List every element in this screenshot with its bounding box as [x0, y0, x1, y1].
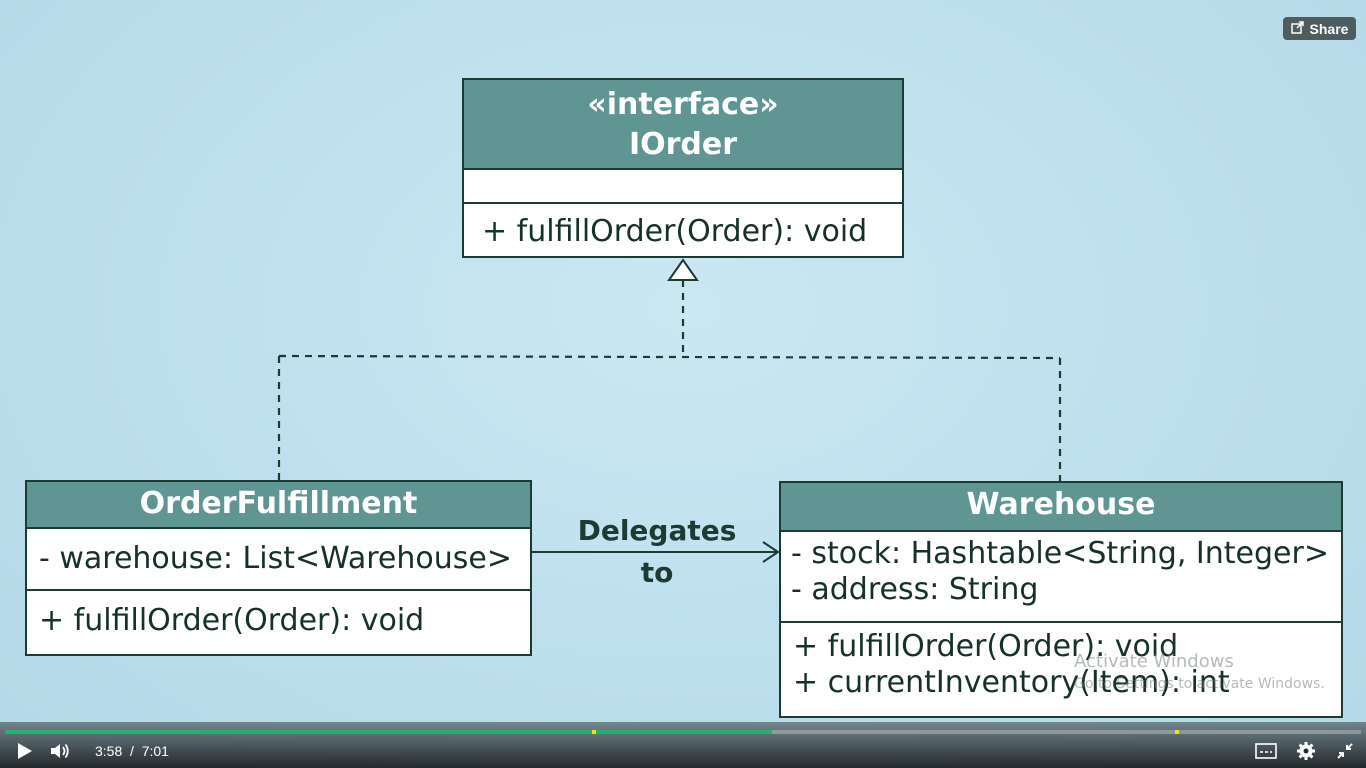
share-label: Share: [1309, 20, 1349, 37]
duration: 7:01: [141, 743, 169, 759]
orderfulfillment-name: OrderFulfillment: [27, 482, 530, 529]
realization-line-horizontal: [278, 354, 1061, 360]
iorder-name: IOrder: [628, 127, 738, 162]
settings-icon: [1297, 742, 1315, 760]
warehouse-methods: + fulfillOrder(Order): void + currentInv…: [781, 623, 1341, 701]
time-separator: /: [130, 743, 134, 759]
volume-button[interactable]: [48, 739, 72, 763]
captions-button[interactable]: [1254, 739, 1278, 763]
captions-icon: [1255, 743, 1277, 759]
orderfulfillment-methods: + fulfillOrder(Order): void: [27, 591, 530, 639]
association-label: Delegates to: [572, 510, 742, 594]
warehouse-name: Warehouse: [781, 483, 1341, 532]
iorder-attributes: [464, 170, 902, 204]
time-display: 3:58 / 7:01: [95, 742, 169, 760]
orderfulfillment-attributes: - warehouse: List<Warehouse>: [27, 529, 530, 591]
chapter-marker[interactable]: [592, 730, 597, 734]
warehouse-attribute-address: - address: String: [791, 572, 1039, 607]
volume-icon: [51, 743, 69, 759]
player-controls: [0, 722, 1366, 768]
activation-watermark: Activate Windows Go to Settings to activ…: [1074, 650, 1325, 694]
association-label-line1: Delegates: [577, 514, 737, 547]
watermark-subtitle: Go to Settings to activate Windows.: [1074, 676, 1325, 692]
iorder-stereotype: «interface»: [587, 87, 779, 122]
warehouse-method-fulfill: + fulfillOrder(Order): void: [793, 629, 1179, 664]
warehouse-attributes: - stock: Hashtable<String, Integer> - ad…: [781, 532, 1341, 623]
orderfulfillment-attribute: - warehouse: List<Warehouse>: [39, 541, 512, 576]
iorder-method: + fulfillOrder(Order): void: [482, 214, 868, 249]
realization-arrowhead: [667, 258, 699, 281]
association-arrowhead: [762, 541, 780, 563]
orderfulfillment-class-box: OrderFulfillment - warehouse: List<Wareh…: [25, 480, 532, 656]
settings-button[interactable]: [1294, 739, 1318, 763]
orderfulfillment-method: + fulfillOrder(Order): void: [39, 603, 425, 638]
progress-fill: [5, 730, 773, 734]
iorder-interface-box: «interface» IOrder + fulfillOrder(Order)…: [462, 78, 904, 258]
iorder-methods: + fulfillOrder(Order): void: [464, 204, 902, 250]
exit-fullscreen-button[interactable]: [1333, 739, 1357, 763]
warehouse-method-inventory: + currentInventory(Item): int: [793, 665, 1230, 700]
iorder-header: «interface» IOrder: [464, 80, 902, 170]
share-icon: [1290, 20, 1305, 37]
association-label-line2: to: [640, 556, 674, 589]
warehouse-class-box: Warehouse - stock: Hashtable<String, Int…: [779, 481, 1343, 718]
chapter-marker[interactable]: [1175, 730, 1180, 734]
share-button[interactable]: Share: [1283, 17, 1356, 40]
watermark-title: Activate Windows: [1074, 651, 1234, 672]
play-button[interactable]: [12, 739, 36, 763]
warehouse-attribute-stock: - stock: Hashtable<String, Integer>: [791, 536, 1329, 571]
exit-fullscreen-icon: [1337, 743, 1353, 759]
play-icon: [18, 743, 32, 759]
progress-bar[interactable]: [5, 730, 1361, 734]
current-time: 3:58: [95, 743, 123, 759]
